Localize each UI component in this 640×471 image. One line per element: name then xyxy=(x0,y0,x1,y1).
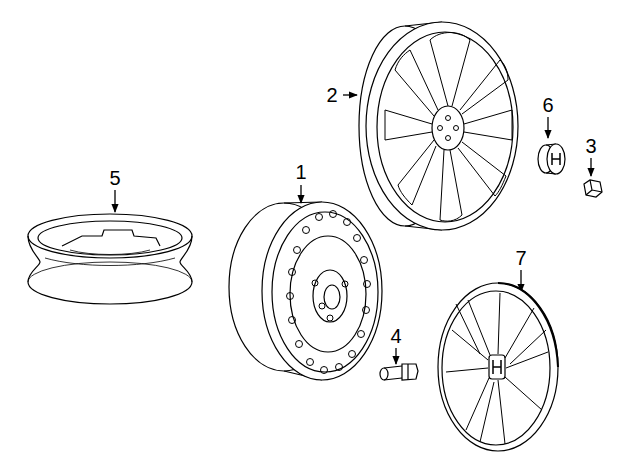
wheel-cover xyxy=(438,283,558,451)
lug-nut xyxy=(584,180,602,197)
alloy-wheel xyxy=(359,22,518,230)
center-cap xyxy=(538,144,565,174)
callout-number: 4 xyxy=(389,325,402,347)
spare-wheel xyxy=(28,214,192,304)
callout-number: 5 xyxy=(108,167,121,189)
steel-wheel xyxy=(229,202,382,380)
callout-number: 2 xyxy=(325,84,338,106)
callout-number: 7 xyxy=(514,247,527,269)
callout-number: 3 xyxy=(584,135,597,157)
wheel-bolt xyxy=(380,364,418,380)
callout-number: 1 xyxy=(294,161,307,183)
callout-number: 6 xyxy=(541,94,554,116)
